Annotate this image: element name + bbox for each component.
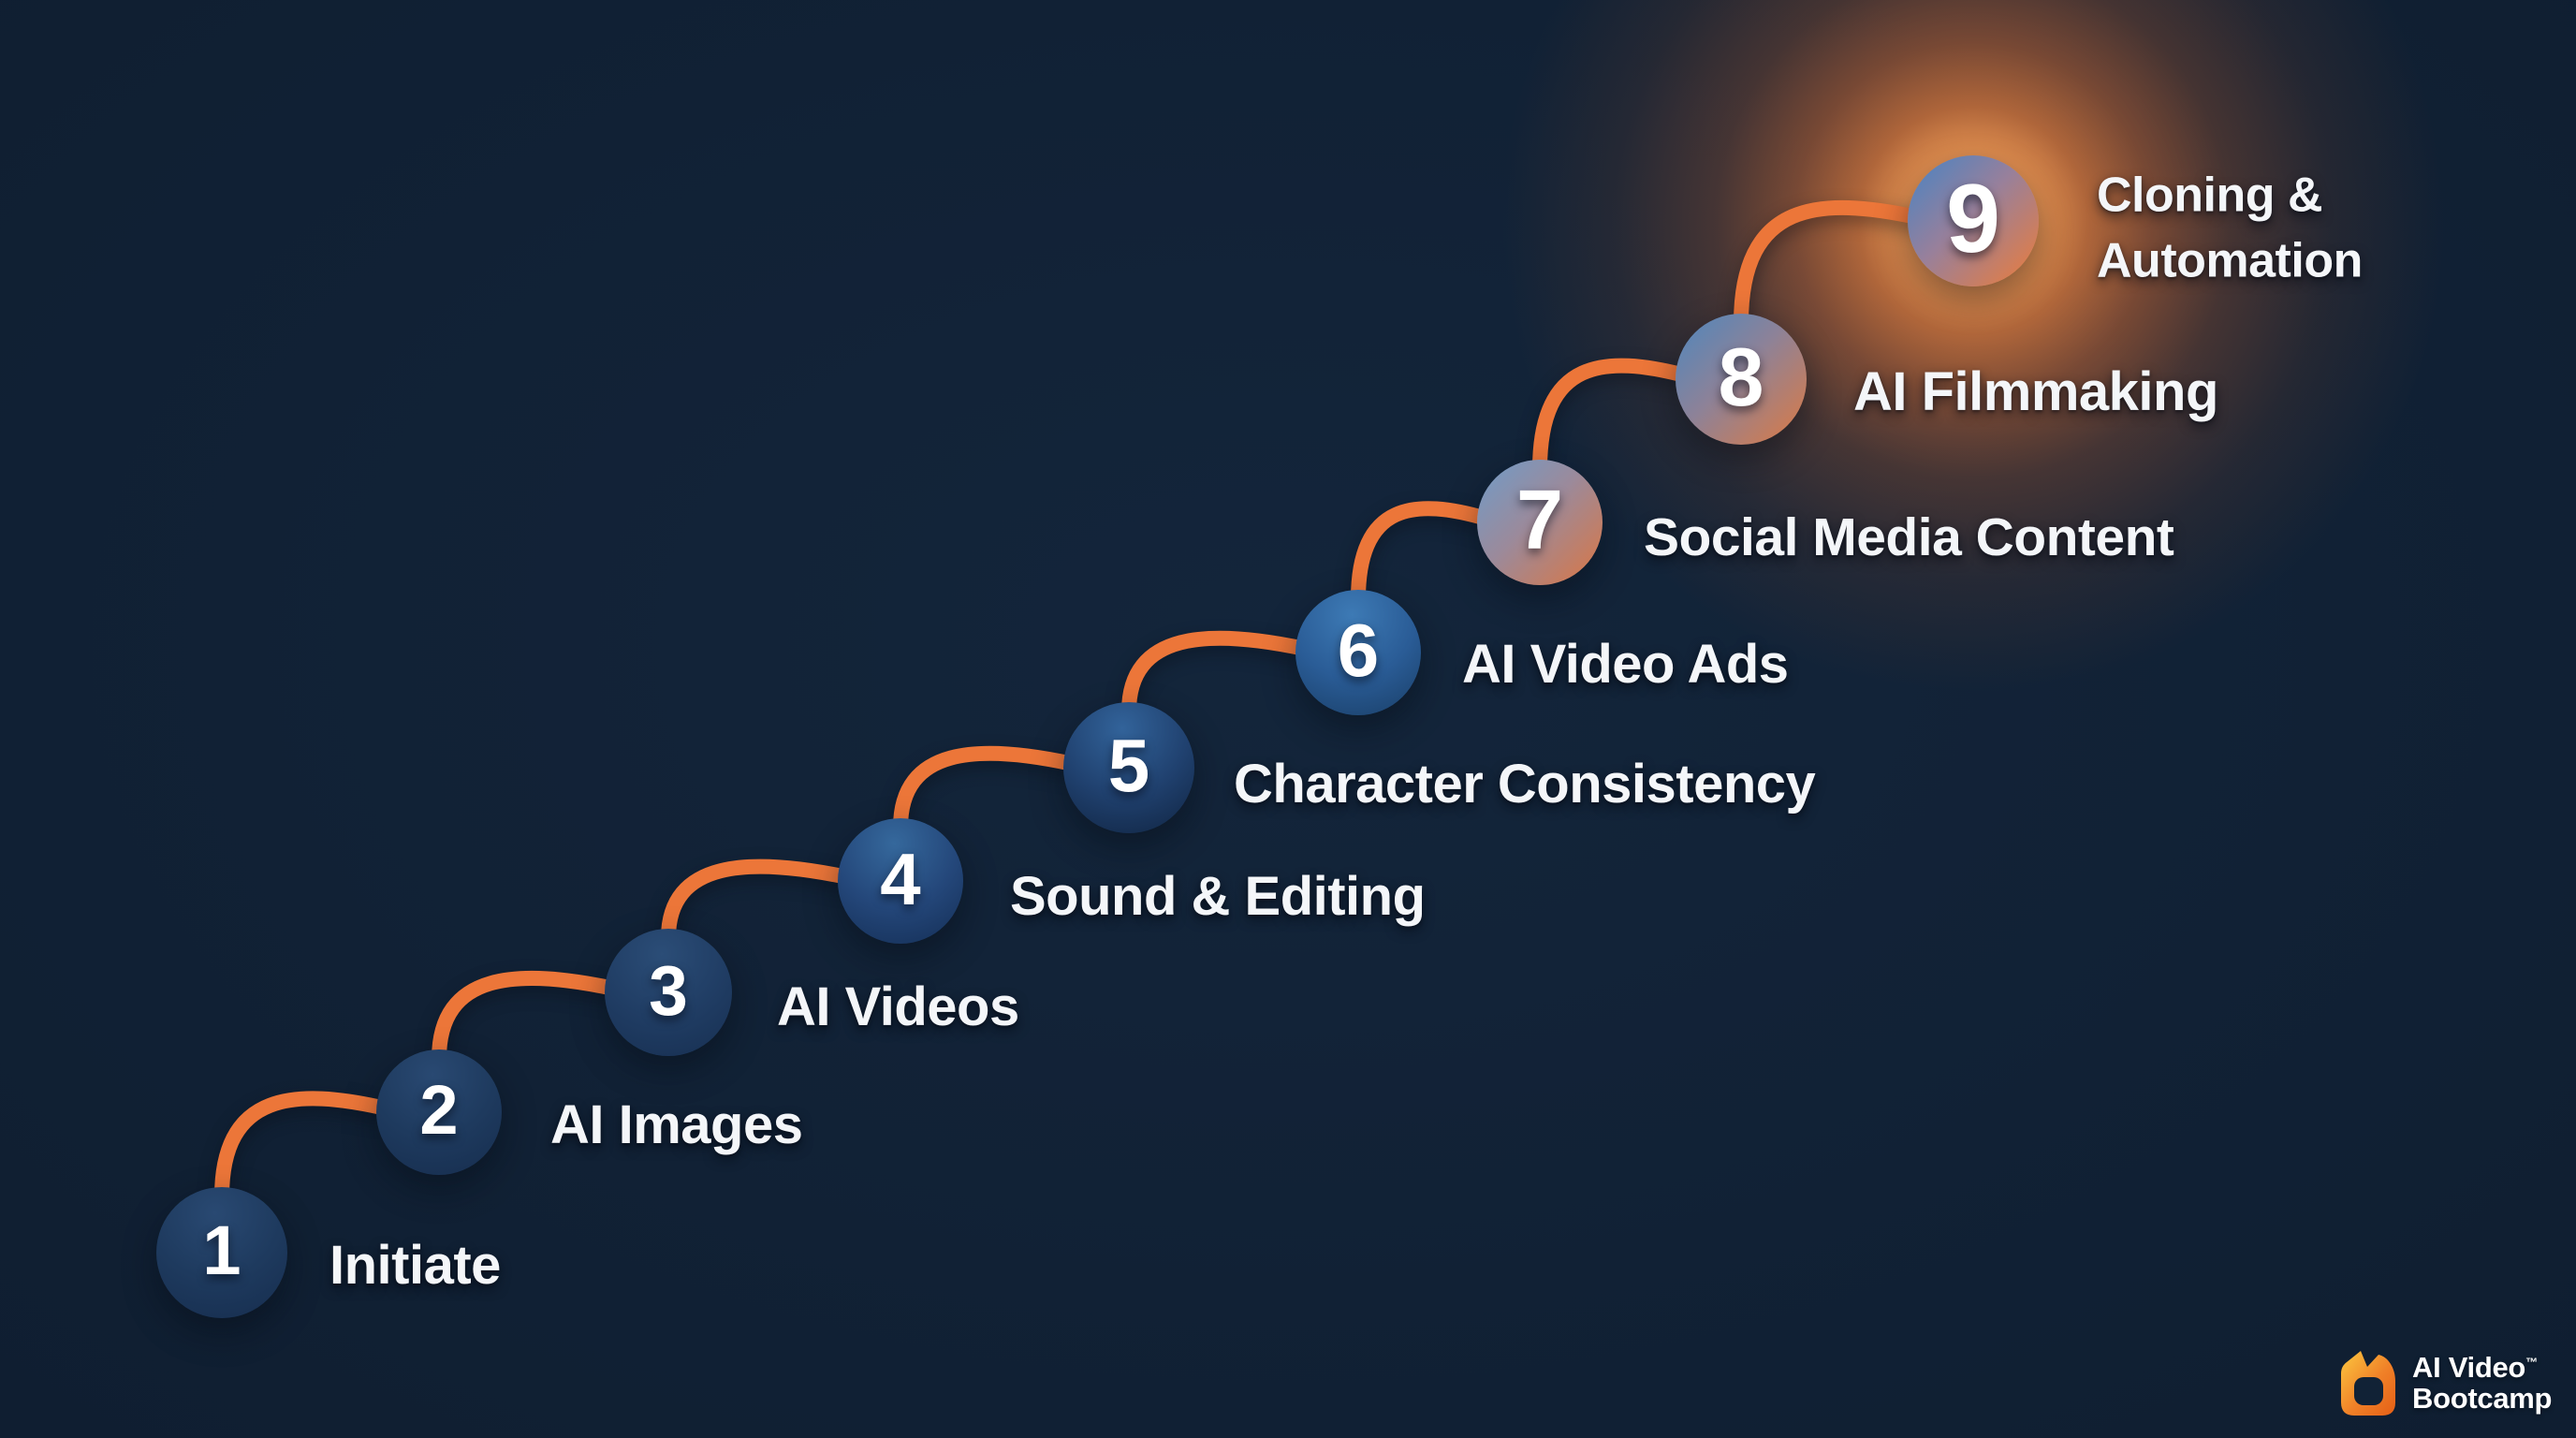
- step-circle-9: 9: [1908, 155, 2039, 286]
- connector-7-to-8: [1532, 358, 1692, 477]
- step-label-5: Character Consistency: [1234, 754, 1816, 815]
- connector-3-to-4: [661, 858, 855, 946]
- step-number-5: 5: [1107, 724, 1150, 807]
- step-label-4: Sound & Editing: [1010, 866, 1426, 928]
- step-circle-7: 7: [1477, 460, 1603, 585]
- step-circle-6: 6: [1295, 590, 1421, 715]
- step-number-4: 4: [880, 838, 921, 920]
- flame-logo-icon: [2341, 1351, 2395, 1416]
- step-number-1: 1: [202, 1211, 242, 1289]
- step-label-8: AI Filmmaking: [1853, 361, 2218, 423]
- step-number-8: 8: [1718, 330, 1764, 423]
- step-circle-4: 4: [838, 818, 963, 944]
- step-number-7: 7: [1515, 474, 1564, 567]
- trademark-symbol: ™: [2525, 1355, 2538, 1370]
- brand-line2: Bootcamp: [2412, 1382, 2553, 1415]
- step-label-1: Initiate: [329, 1235, 501, 1297]
- step-label-9: Cloning & Automation: [2097, 168, 2363, 287]
- step-number-9: 9: [1946, 165, 2000, 273]
- step-label-6: AI Video Ads: [1462, 634, 1789, 696]
- step-label-2: AI Images: [550, 1094, 803, 1156]
- step-circle-5: 5: [1063, 702, 1194, 833]
- connector-5-to-6: [1121, 630, 1312, 719]
- brand-logo-text: AI Video™ Bootcamp: [2412, 1351, 2553, 1415]
- brand-line1: AI Video: [2412, 1351, 2526, 1385]
- step-circle-3: 3: [605, 929, 732, 1056]
- step-circle-8: 8: [1676, 314, 1807, 445]
- connector-6-to-7: [1351, 501, 1494, 607]
- step-circle-1: 1: [156, 1187, 287, 1318]
- step-circle-2: 2: [376, 1049, 502, 1175]
- step-number-6: 6: [1337, 609, 1380, 692]
- connector-1-to-2: [214, 1091, 393, 1204]
- step-number-3: 3: [649, 950, 688, 1030]
- step-number-2: 2: [419, 1071, 459, 1149]
- connector-8-to-9: [1734, 199, 1925, 330]
- step-label-7: Social Media Content: [1644, 506, 2174, 567]
- step-label-3: AI Videos: [777, 976, 1019, 1038]
- connector-2-to-3: [432, 970, 622, 1066]
- brand-logo: AI Video™ Bootcamp: [2334, 1350, 2552, 1417]
- connector-4-to-5: [893, 745, 1080, 835]
